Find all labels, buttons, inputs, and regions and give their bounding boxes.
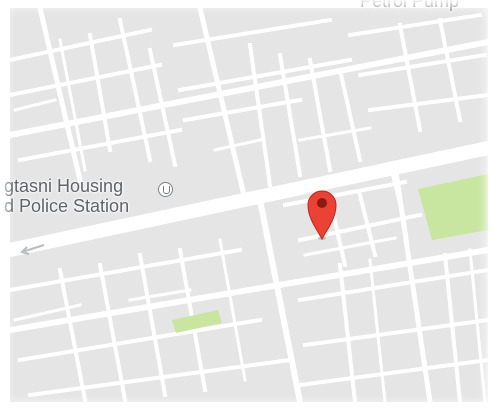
street: [7, 27, 153, 63]
street: [337, 67, 363, 163]
street-grid: [1, 4, 493, 406]
street: [367, 92, 491, 113]
park-area-south: [172, 310, 222, 333]
street: [247, 42, 273, 188]
street: [297, 267, 491, 303]
street: [357, 192, 378, 258]
street: [58, 38, 87, 172]
street: [7, 62, 163, 98]
street: [337, 262, 358, 405]
street: [172, 17, 333, 48]
street: [117, 17, 153, 163]
police-station-icon[interactable]: [158, 182, 173, 197]
one-way-arrow-icon: [20, 244, 45, 255]
police-station-label[interactable]: gtasni Housing d Police Station: [4, 176, 129, 216]
street: [256, 196, 304, 406]
parks: [172, 174, 488, 333]
street: [1, 139, 493, 259]
street: [442, 252, 463, 405]
street: [307, 57, 333, 173]
street: [468, 248, 487, 404]
street: [7, 247, 243, 293]
park-area-east: [418, 174, 488, 240]
poi-label-line-1: gtasni Housing: [4, 176, 124, 196]
street: [303, 236, 397, 257]
street: [368, 258, 387, 404]
street: [388, 163, 407, 227]
street: [282, 179, 408, 208]
street: [218, 238, 247, 382]
street: [87, 32, 113, 153]
petrol-pump-label[interactable]: Petrol Pump: [360, 0, 460, 11]
street: [6, 38, 492, 139]
street: [13, 303, 82, 322]
street: [97, 262, 128, 403]
street: [137, 252, 168, 398]
street: [147, 47, 178, 168]
street: [397, 22, 423, 133]
street: [347, 12, 483, 38]
street: [357, 52, 488, 78]
street: [437, 17, 463, 123]
poi-label-line-2: d Police Station: [4, 196, 130, 216]
street: [17, 127, 183, 163]
street: [17, 317, 263, 363]
map-marker-icon[interactable]: [307, 190, 337, 241]
street: [213, 138, 262, 152]
street: [13, 98, 57, 112]
street: [302, 317, 491, 348]
street: [128, 288, 192, 302]
street: [298, 126, 372, 142]
street: [277, 52, 303, 178]
street: [177, 57, 353, 93]
street: [57, 267, 88, 403]
street: [182, 97, 303, 123]
